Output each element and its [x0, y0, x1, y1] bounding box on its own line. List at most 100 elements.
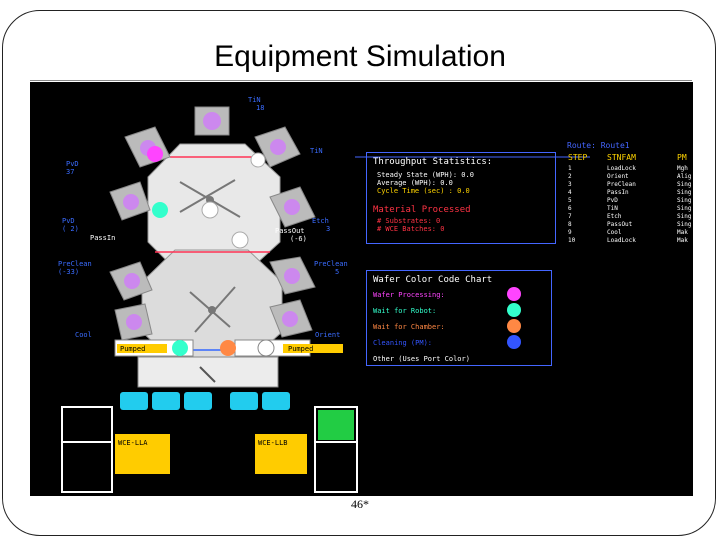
route-cell: 9: [568, 229, 572, 236]
legend-cleaning-swatch: [507, 335, 521, 349]
equipment-diagram: [61, 106, 590, 493]
route-title: Route: Route1: [567, 141, 630, 150]
wafer-waiting: [152, 202, 168, 218]
chamber-tin-right: [254, 126, 301, 168]
wce-stack-right: [314, 406, 358, 493]
wce-llb-box: [255, 434, 307, 474]
route-cell: 2: [568, 173, 572, 180]
route-cell: Orient: [607, 173, 629, 180]
material-batches: # WCE Batches: 0: [377, 225, 445, 233]
color-chart-title: Wafer Color Code Chart: [373, 275, 493, 285]
label-passin: PassIn: [90, 234, 116, 242]
wce-stack-left: [61, 406, 113, 493]
route-cell: Alig: [677, 173, 692, 180]
route-header-pm: PM: [677, 153, 687, 162]
label-pvd-1: PvD: [66, 160, 79, 168]
material-title: Material Processed: [373, 205, 471, 215]
route-cell: 7: [568, 213, 572, 220]
route-cell: 1: [568, 165, 572, 172]
legend-processing-swatch: [507, 287, 521, 301]
label-passout: PassOut: [275, 227, 305, 235]
route-cell: Mak: [677, 229, 688, 236]
chamber-preclean-right: [269, 256, 316, 295]
slide-frame: [2, 10, 716, 536]
legend-processing-label: Wafer Processing:: [373, 291, 445, 299]
route-cell: Sing: [677, 189, 692, 196]
color-code-panel: Wafer Color Code Chart Wafer Processing:…: [366, 270, 552, 366]
throughput-title: Throughput Statistics:: [373, 157, 493, 167]
wce-lla-box: [115, 434, 170, 474]
route-cell: PreClean: [607, 181, 636, 188]
label-preclean-1: PreClean: [58, 260, 92, 268]
route-cell: PassOut: [607, 221, 633, 228]
slide-number: 46*: [351, 497, 369, 511]
legend-chamber-label: Wait for Chamber:: [373, 323, 445, 331]
route-cell: Sing: [677, 221, 692, 228]
route-header-stnfam: STNFAM: [607, 153, 636, 162]
label-wce-lla: WCE-LLA: [118, 439, 148, 447]
route-cell: TiN: [607, 205, 618, 212]
throughput-panel: Throughput Statistics: Steady State (WPH…: [366, 152, 556, 244]
legend-robot-label: Wait for Robot:: [373, 307, 437, 315]
label-pvd-2: PvD: [62, 217, 75, 225]
label-preclean-2: PreClean: [314, 260, 348, 268]
label-preclean-1-count: (-33): [58, 268, 80, 276]
material-substrates: # Substrates: 0: [377, 217, 441, 225]
route-cell: Sing: [677, 213, 692, 220]
load-port-row: [120, 392, 290, 410]
route-cell: 5: [568, 197, 572, 204]
label-etch-count: 3: [326, 225, 331, 233]
route-cell: Etch: [607, 213, 622, 220]
chamber-pvd-left: [109, 181, 151, 221]
throughput-cycle: Cycle Time (sec) : 0.0: [377, 187, 470, 195]
factory-interface: [137, 356, 279, 388]
label-preclean-2-count: 5: [335, 268, 340, 276]
route-cell: PvD: [607, 197, 618, 204]
route-cell: LoadLock: [607, 237, 636, 244]
route-cell: 3: [568, 181, 572, 188]
pumped-tag-b: [283, 344, 343, 353]
label-pumped-a: Pumped: [120, 345, 146, 353]
legend-other-label: Other (Uses Port Color): [373, 355, 470, 363]
route-cell: 10: [568, 237, 576, 244]
simulation-screen: TiN 18 TiN PvD 37 PvD ( 2) Etch 3 PassIn…: [30, 82, 693, 496]
route-cell: Mak: [677, 237, 688, 244]
label-passout-count: (-6): [290, 235, 307, 243]
label-tin-top: TiN: [248, 96, 261, 104]
label-tin-top-count: 18: [256, 104, 265, 112]
pumped-tag-a: [117, 344, 167, 353]
chamber-cool: [114, 303, 153, 341]
route-cell: 4: [568, 189, 572, 196]
route-cell: LoadLock: [607, 165, 636, 172]
chamber-orient: [269, 299, 313, 338]
chamber-etch: [269, 186, 316, 228]
label-pvd-2-count: ( 2): [62, 225, 79, 233]
wafer-processing: [147, 146, 163, 162]
route-cell: Sing: [677, 197, 692, 204]
label-wce-llb: WCE-LLB: [258, 439, 288, 447]
route-cell: 8: [568, 221, 572, 228]
label-orient: Orient: [315, 331, 341, 339]
throughput-average: Average (WPH): 0.0: [377, 179, 453, 187]
route-cell: Sing: [677, 181, 692, 188]
legend-robot-swatch: [507, 303, 521, 317]
label-pumped-b: Pumped: [288, 345, 314, 353]
throughput-steady: Steady State (WPH): 0.0: [377, 171, 474, 179]
route-cell: 6: [568, 205, 572, 212]
label-cool: Cool: [75, 331, 92, 339]
legend-cleaning-label: Cleaning (PM):: [373, 339, 433, 347]
chamber-tin-top: [194, 106, 230, 136]
route-cell: Mgh: [677, 165, 688, 172]
route-header-step: STEP: [568, 153, 588, 162]
chamber-preclean-left: [109, 261, 153, 301]
label-pvd-1-count: 37: [66, 168, 75, 176]
route-cell: Sing: [677, 205, 692, 212]
route-cell: PassIn: [607, 189, 629, 196]
label-tin-right: TiN: [310, 147, 323, 155]
label-etch: Etch: [312, 217, 329, 225]
route-cell: Cool: [607, 229, 622, 236]
title-rule: [30, 80, 692, 81]
legend-chamber-swatch: [507, 319, 521, 333]
slide-title: Equipment Simulation: [214, 40, 506, 73]
